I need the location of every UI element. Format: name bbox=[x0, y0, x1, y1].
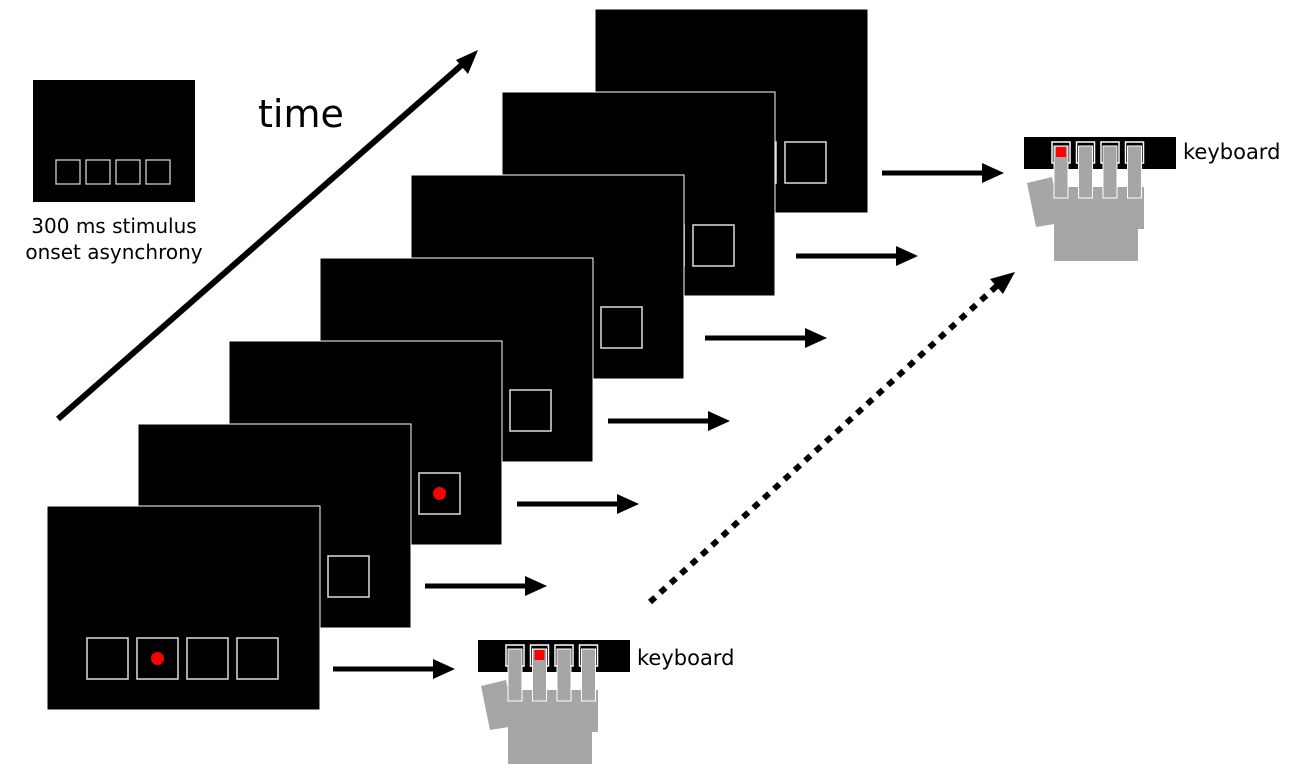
location-box bbox=[86, 637, 129, 680]
response-arrow bbox=[333, 659, 455, 679]
keyboard-bottom bbox=[478, 640, 630, 764]
response-arrow bbox=[796, 246, 918, 266]
hand-finger bbox=[1102, 145, 1118, 199]
location-box bbox=[186, 637, 229, 680]
response-arrow bbox=[517, 494, 639, 514]
trial-screens bbox=[46, 8, 869, 711]
location-box bbox=[509, 389, 552, 432]
hand-thumb bbox=[481, 680, 515, 730]
trial-screen bbox=[46, 505, 321, 711]
example-location-box bbox=[85, 159, 111, 185]
response-arrow bbox=[608, 411, 730, 431]
response-arrow-head bbox=[433, 659, 455, 679]
stimulus-dot bbox=[151, 652, 164, 665]
response-arrow bbox=[882, 163, 1004, 183]
response-arrow bbox=[425, 576, 547, 596]
location-box bbox=[418, 472, 461, 515]
location-box bbox=[136, 637, 179, 680]
example-location-box bbox=[115, 159, 141, 185]
hand-finger bbox=[507, 648, 523, 702]
pressed-key-indicator bbox=[534, 650, 545, 660]
response-arrows bbox=[333, 163, 1004, 679]
hand-finger bbox=[556, 648, 572, 702]
dotted-arrow bbox=[647, 280, 1003, 605]
response-arrow-head bbox=[525, 576, 547, 596]
location-box bbox=[600, 306, 643, 349]
time-arrow-head bbox=[456, 50, 478, 74]
response-arrow bbox=[705, 328, 827, 348]
time-arrow bbox=[56, 53, 474, 422]
pressed-key-indicator bbox=[1056, 147, 1066, 157]
example-screen-background bbox=[33, 80, 195, 202]
hand-finger bbox=[1053, 145, 1069, 199]
response-arrow-head bbox=[896, 246, 918, 266]
response-arrow-head bbox=[708, 411, 730, 431]
hand-finger bbox=[532, 648, 547, 702]
keyboard-body bbox=[1024, 137, 1176, 169]
keyboard-label-top: keyboard bbox=[1183, 140, 1280, 164]
keyboard-label-bottom: keyboard bbox=[637, 646, 734, 670]
hand-wrist bbox=[508, 728, 592, 764]
location-box bbox=[236, 637, 279, 680]
location-box bbox=[327, 555, 370, 598]
response-arrow-head bbox=[982, 163, 1004, 183]
keyboard-body bbox=[478, 640, 630, 672]
location-box bbox=[784, 141, 827, 184]
time-label: time bbox=[258, 92, 344, 136]
example-location-box bbox=[145, 159, 171, 185]
response-arrow-head bbox=[617, 494, 639, 514]
location-box bbox=[692, 224, 735, 267]
keyboard-top bbox=[1024, 137, 1176, 261]
soa-label-line1: 300 ms stimulus bbox=[31, 214, 196, 238]
hand-finger bbox=[1078, 145, 1093, 199]
soa-label-line2: onset asynchrony bbox=[25, 240, 202, 264]
hand-finger bbox=[581, 648, 596, 702]
example-location-box bbox=[55, 159, 81, 185]
hand-wrist bbox=[1054, 225, 1138, 261]
dotted-arrow-head bbox=[990, 272, 1015, 294]
hand-finger bbox=[1127, 145, 1142, 199]
example-screen bbox=[33, 80, 195, 202]
screen-background bbox=[46, 505, 321, 711]
stimulus-dot bbox=[433, 487, 446, 500]
hand-thumb bbox=[1027, 177, 1061, 227]
response-arrow-head bbox=[805, 328, 827, 348]
